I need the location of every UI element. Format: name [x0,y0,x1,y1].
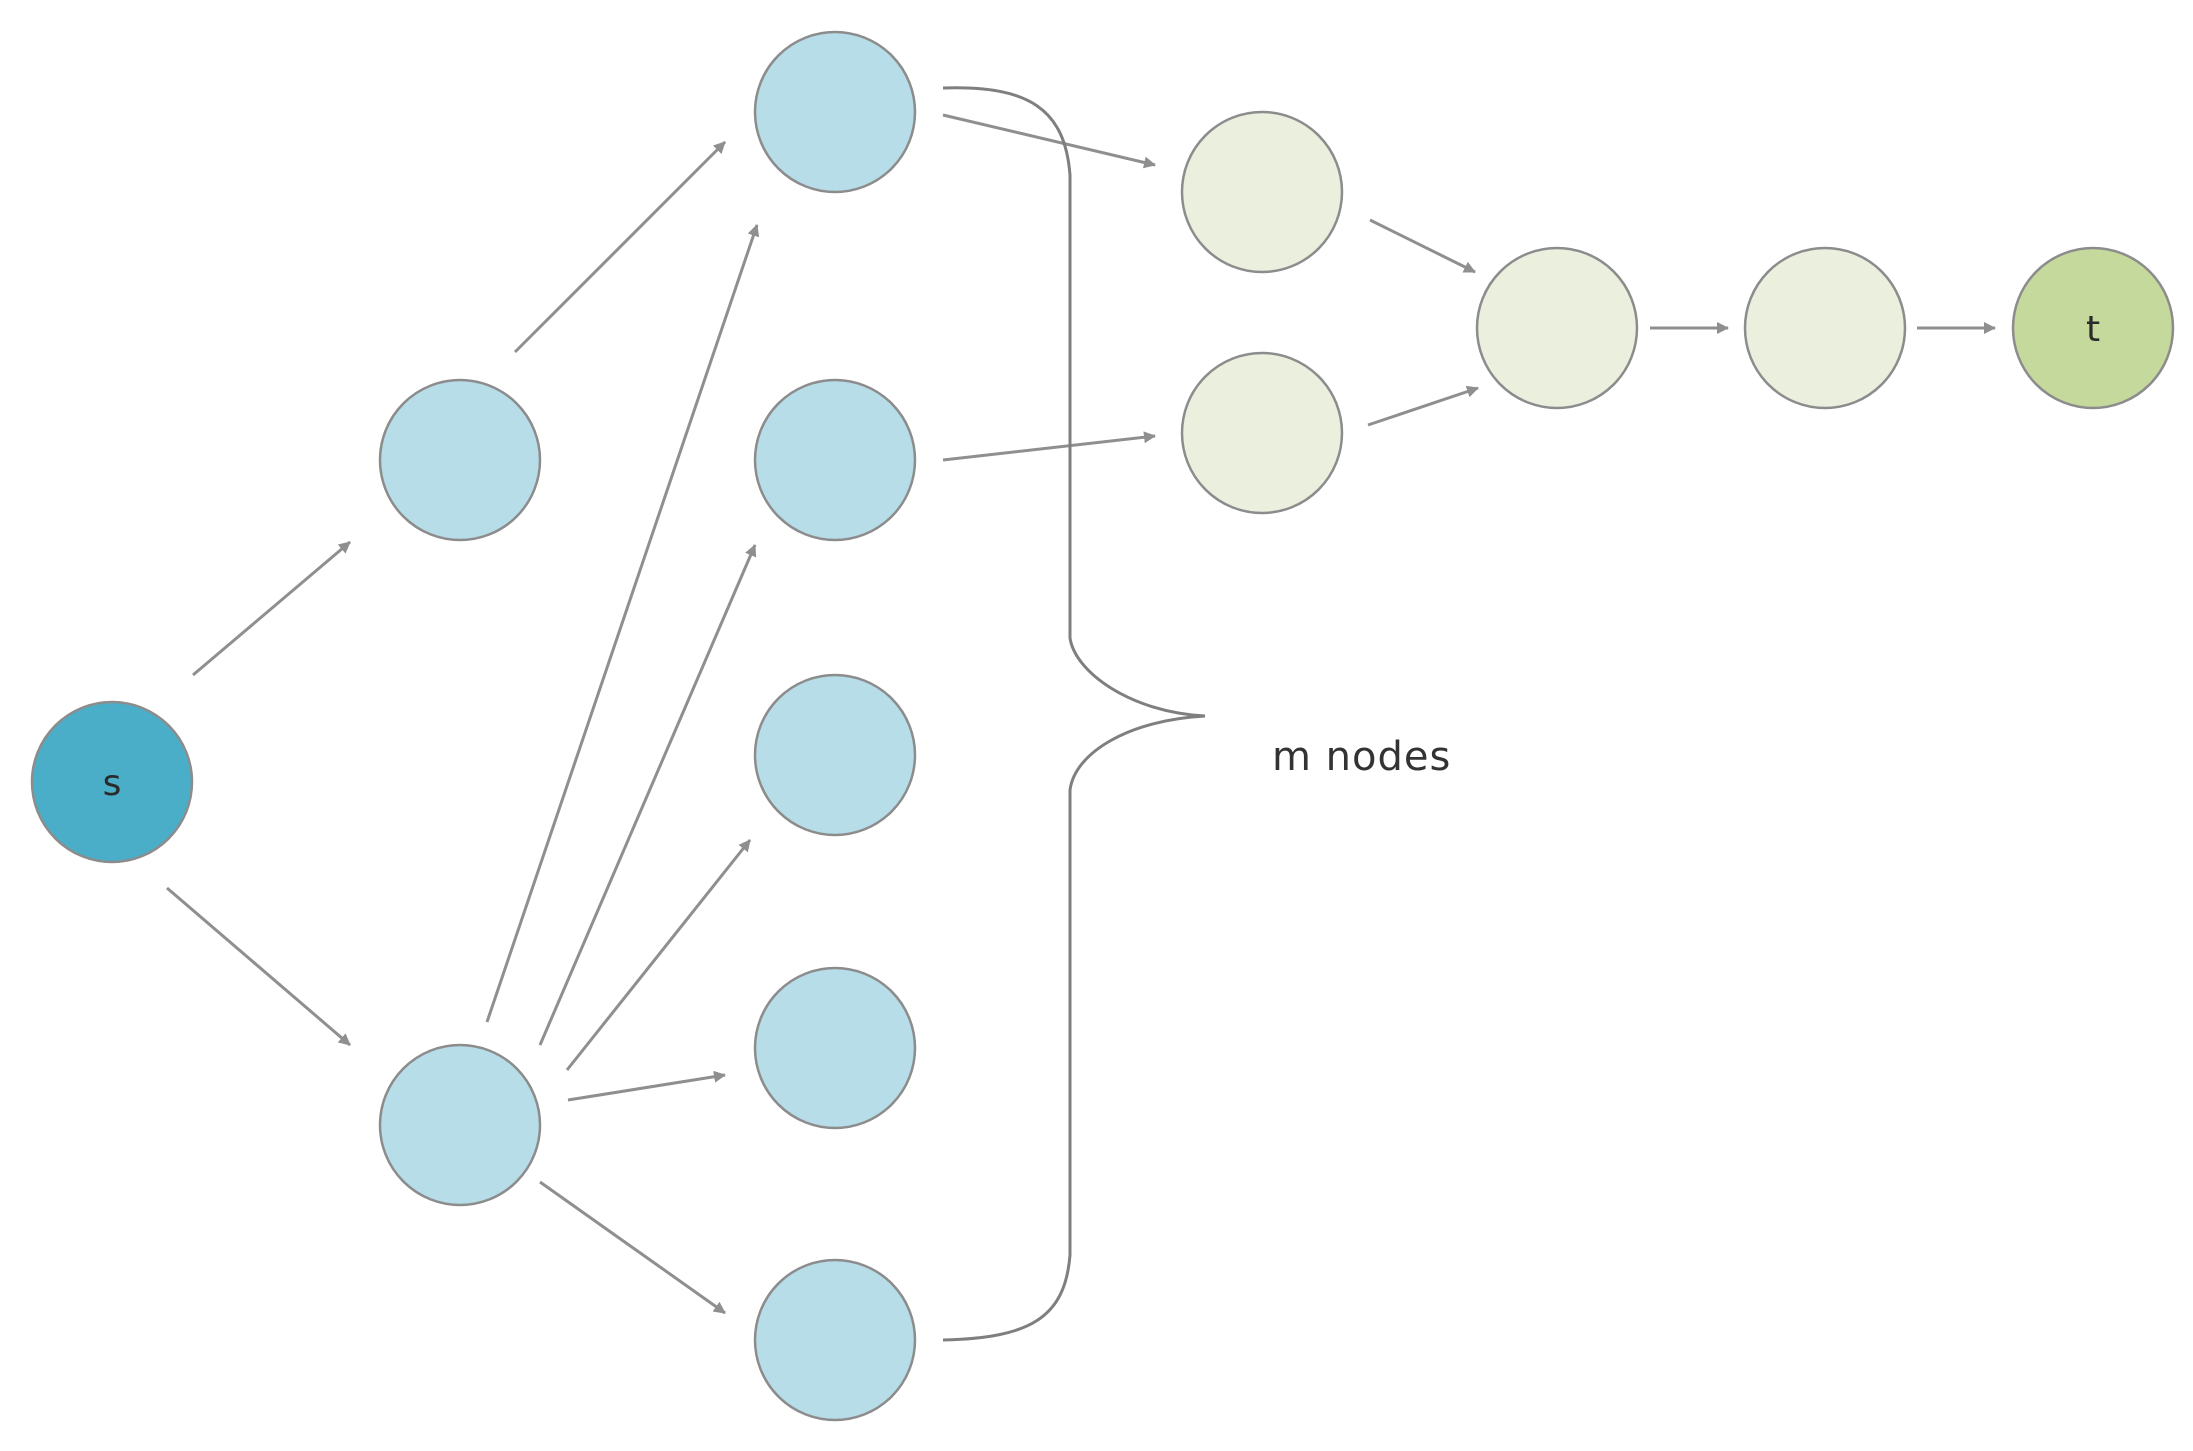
edge-path-lower-to-merge [1367,385,1479,427]
chain-node [1743,246,1907,410]
layer2-lower-node [378,1043,542,1207]
edge-lower-to-m5 [539,1180,726,1315]
brace-label: m nodes [1272,734,1451,780]
edge-m2-to-path-lower [942,431,1156,462]
m-node-5 [753,1258,917,1422]
edge-lower-to-m1 [485,224,760,1023]
layer2-upper-node [378,378,542,542]
edge-lower-to-m2 [538,544,757,1046]
edge-s-to-upper-node [192,540,351,677]
sink-node [2011,246,2175,410]
m-node-1 [753,30,917,194]
edge-upper-to-m1 [513,140,727,354]
edge-lower-to-m3 [565,839,752,1071]
m-node-2 [753,378,917,542]
sink-node-label: t [2086,309,2100,350]
edge-m1-to-path-upper [942,113,1156,169]
edges [166,113,1996,1315]
edge-s-to-lower-node [166,886,351,1047]
m-node-3 [753,673,917,837]
m-node-4 [753,966,917,1130]
path-lower-node [1180,351,1344,515]
source-node-label: s [103,763,122,804]
source-node [30,700,194,864]
path-upper-node [1180,110,1344,274]
edge-lower-to-m4 [567,1070,726,1102]
nodes: s t [30,30,2175,1422]
merge-node [1475,246,1639,410]
edge-path-upper-to-merge [1369,218,1476,274]
m-nodes-brace [942,86,1206,1342]
